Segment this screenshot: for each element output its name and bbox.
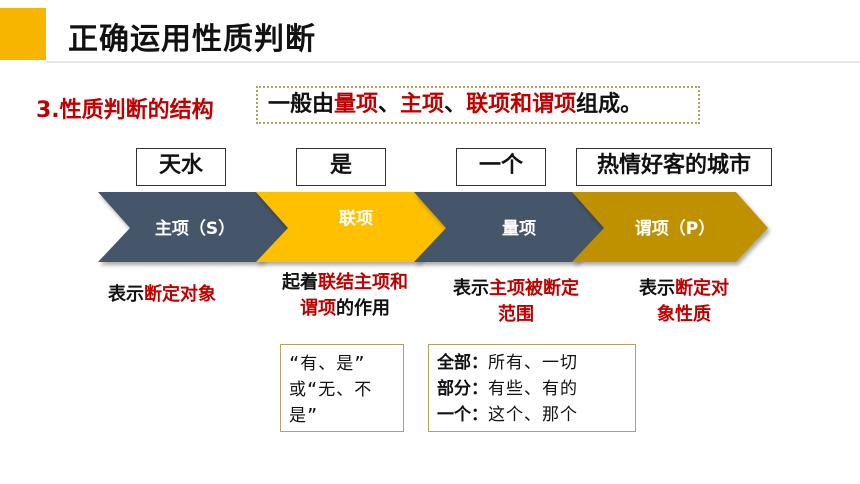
intro-item-copula-predicate: 联项和谓项 xyxy=(466,92,577,117)
arrow-predicate-label: 谓项（P） xyxy=(635,218,715,239)
desc-quantifier-em1: 主项被断定 xyxy=(489,278,579,299)
structure-arrow-chain: 主项（S） 联项 量项 谓项（P） xyxy=(98,192,768,262)
note-quantifier-row: 全部：所有、一切 xyxy=(437,350,627,376)
note-quantifier-value: 所有、一切 xyxy=(488,353,578,373)
note-copula-line: 是” xyxy=(289,406,319,426)
section-label: 3.性质判断的结构 xyxy=(36,98,214,123)
arrow-copula xyxy=(256,192,450,262)
note-copula-line: “有、是” xyxy=(289,354,366,374)
note-quantifier-value: 有些、有的 xyxy=(488,379,578,399)
arrow-predicate xyxy=(572,192,768,262)
example-copula-box: 是 xyxy=(296,148,386,186)
desc-copula-em2: 谓项 xyxy=(300,298,336,319)
intro-item-subject: 主项 xyxy=(400,92,445,117)
title-accent-block xyxy=(0,8,46,60)
note-quantifier-key: 部分： xyxy=(437,379,488,399)
desc-subject-em: 断定对象 xyxy=(144,284,216,305)
desc-quantifier-em2: 范围 xyxy=(498,304,534,325)
arrow-quantifier-label: 量项 xyxy=(502,218,536,239)
desc-subject-pre: 表示 xyxy=(108,284,144,305)
note-quantifier-value: 这个、那个 xyxy=(488,405,578,425)
desc-copula-post: 的作用 xyxy=(336,298,390,319)
intro-sep-1: 、 xyxy=(378,92,401,117)
desc-subject: 表示断定对象 xyxy=(92,282,232,308)
arrow-quantifier xyxy=(414,192,608,262)
desc-predicate: 表示断定对象性质 xyxy=(620,276,748,328)
arrow-subject xyxy=(98,192,292,262)
intro-box: 一般由量项、主项、联项和谓项组成。 xyxy=(256,86,700,124)
desc-copula-em1: 联结主项和 xyxy=(318,272,408,293)
desc-predicate-pre: 表示 xyxy=(639,278,675,299)
desc-copula-pre: 起着 xyxy=(282,272,318,293)
example-quantifier-box: 一个 xyxy=(456,148,546,186)
desc-copula: 起着联结主项和谓项的作用 xyxy=(262,270,428,322)
page-title: 正确运用性质判断 xyxy=(68,22,316,57)
intro-text-after: 组成。 xyxy=(576,92,643,117)
desc-quantifier-pre: 表示 xyxy=(453,278,489,299)
example-subject-box: 天水 xyxy=(136,148,226,186)
note-quantifier-key: 全部： xyxy=(437,353,488,373)
note-copula-box: “有、是” 或“无、不 是” xyxy=(280,344,404,432)
intro-item-quantifier: 量项 xyxy=(334,92,379,117)
intro-text-before: 一般由 xyxy=(268,92,335,117)
desc-predicate-em1: 断定对 xyxy=(675,278,729,299)
desc-quantifier: 表示主项被断定范围 xyxy=(434,276,598,328)
example-predicate-box: 热情好客的城市 xyxy=(576,148,772,186)
arrow-subject-label: 主项（S） xyxy=(155,218,235,239)
note-quantifier-row: 一个：这个、那个 xyxy=(437,402,627,428)
note-quantifier-row: 部分：有些、有的 xyxy=(437,376,627,402)
note-copula-line: 或“无、不 xyxy=(289,380,373,400)
title-divider xyxy=(46,61,860,63)
note-quantifier-box: 全部：所有、一切 部分：有些、有的 一个：这个、那个 xyxy=(428,344,636,432)
intro-sep-2: 、 xyxy=(444,92,467,117)
arrow-copula-label: 联项 xyxy=(339,209,373,229)
desc-predicate-em2: 象性质 xyxy=(657,304,711,325)
note-quantifier-key: 一个： xyxy=(437,405,488,425)
